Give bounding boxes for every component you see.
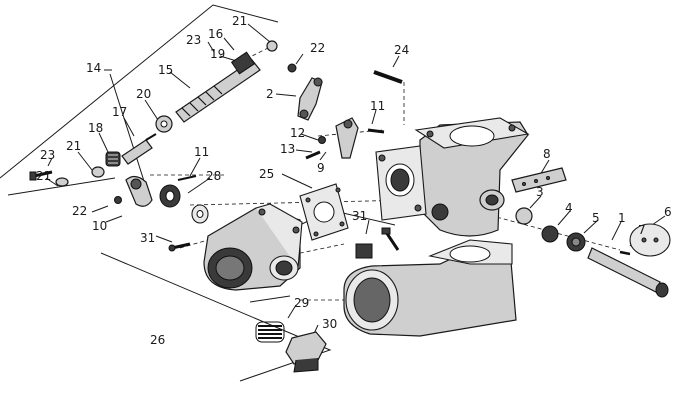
callout-labels: 21 16 23 19 22 24 14 15 2 20 11 17 18 12… <box>36 14 672 347</box>
callout-20: 20 <box>136 87 151 101</box>
nut-5 <box>566 232 586 252</box>
washer-3 <box>515 207 533 225</box>
fitting-31-right <box>355 227 400 259</box>
nut-30 <box>285 331 327 373</box>
callout-17: 17 <box>112 105 127 119</box>
callout-30: 30 <box>322 317 337 331</box>
callout-15: 15 <box>158 63 173 77</box>
callout-5: 5 <box>592 211 600 225</box>
callout-29: 29 <box>294 296 309 310</box>
callout-18: 18 <box>88 121 103 135</box>
washer-20 <box>155 115 173 133</box>
throttle-shaft-15 <box>175 40 278 123</box>
pin-22-top <box>287 63 297 73</box>
callout-25: 25 <box>259 167 274 181</box>
callout-24: 24 <box>394 43 409 57</box>
spring-18 <box>105 151 121 167</box>
lever-10 <box>125 175 153 207</box>
screw-22-left <box>114 196 122 204</box>
callout-23: 23 <box>186 33 201 47</box>
screw-7 <box>619 250 631 256</box>
screw-23-left <box>29 170 53 181</box>
screw-11-left <box>177 175 197 181</box>
callout-31: 31 <box>352 209 367 223</box>
lever-2 <box>297 77 323 121</box>
callout-2: 2 <box>266 87 274 101</box>
callout-14: 14 <box>86 61 101 75</box>
callout-26: 26 <box>150 333 165 347</box>
elbow-housing <box>203 203 303 291</box>
callout-4: 4 <box>565 201 573 215</box>
callout-16: 16 <box>208 27 223 41</box>
spring-29 <box>255 321 285 343</box>
screw-12-13 <box>305 136 326 160</box>
callout-23: 23 <box>40 148 55 162</box>
callout-11: 11 <box>370 99 385 113</box>
callout-12: 12 <box>290 126 305 140</box>
pin-8 <box>511 167 567 193</box>
callout-1: 1 <box>618 211 626 225</box>
callout-31: 31 <box>140 231 155 245</box>
callout-21: 21 <box>232 14 247 28</box>
callout-6: 6 <box>664 205 672 219</box>
fuel-bowl <box>343 239 517 337</box>
callout-19: 19 <box>210 47 225 61</box>
washer-28 <box>159 184 209 224</box>
callout-8: 8 <box>543 147 551 161</box>
callout-11: 11 <box>194 145 209 159</box>
plate-6 <box>629 223 671 257</box>
callout-13: 13 <box>280 142 295 156</box>
gasket-25 <box>299 183 349 241</box>
callout-7: 7 <box>638 223 646 237</box>
callout-9: 9 <box>317 161 325 175</box>
callout-28: 28 <box>206 169 221 183</box>
nut-4 <box>541 225 559 243</box>
callout-21: 21 <box>66 139 81 153</box>
clip-21-left <box>55 166 105 187</box>
callout-3: 3 <box>536 185 544 199</box>
screw-31-left <box>168 242 191 252</box>
shaft-1 <box>587 247 669 298</box>
pin-24 <box>373 70 403 84</box>
shaft-17 <box>121 133 157 165</box>
leader-lines <box>45 23 666 339</box>
callout-22: 22 <box>72 204 87 218</box>
lever-9 <box>335 117 359 159</box>
callout-21: 21 <box>36 169 51 183</box>
callout-22: 22 <box>310 41 325 55</box>
screw-11-top <box>367 128 385 134</box>
carburetor-body <box>375 117 530 237</box>
callout-10: 10 <box>92 219 107 233</box>
